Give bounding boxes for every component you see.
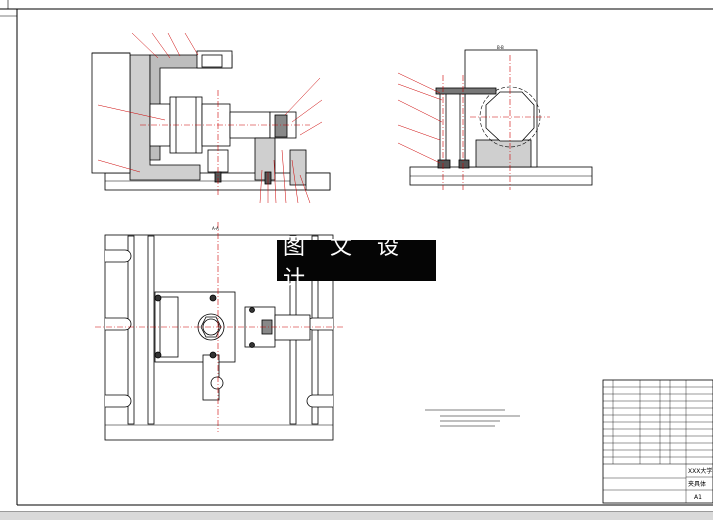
watermark-label: 图 文 设 计	[277, 235, 436, 292]
title-block-school: XXX大学	[688, 467, 712, 475]
title-block-scale: A1	[694, 494, 702, 501]
side-view	[409, 49, 593, 186]
side-view-label: B-B	[497, 45, 504, 50]
top-view-centerlines	[95, 222, 345, 432]
status-bar	[0, 511, 713, 520]
side-view-leaders	[397, 72, 443, 164]
title-block-drawing-name: 夹具体	[688, 480, 706, 488]
front-view-leaders	[97, 32, 323, 204]
top-view-section-label: A-A	[212, 226, 219, 231]
technical-notes	[425, 409, 520, 427]
title-block	[602, 379, 713, 504]
drawing-frame	[0, 0, 713, 506]
front-view-centerlines	[140, 90, 310, 195]
side-view-centerlines	[442, 55, 550, 190]
